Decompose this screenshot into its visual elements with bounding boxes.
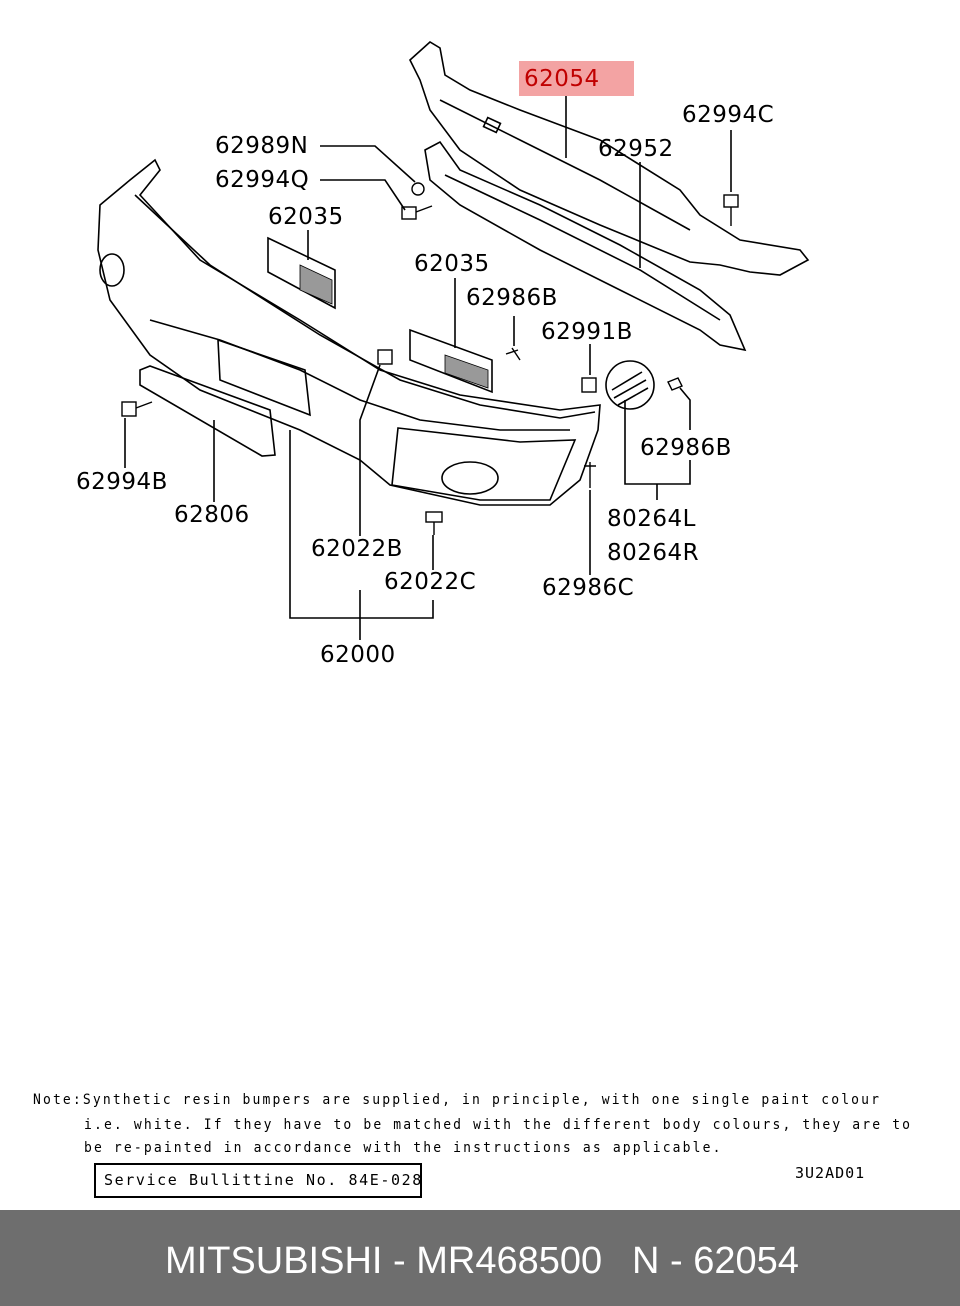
footer-bar: MITSUBISHI - MR468500 N - 62054	[0, 1210, 960, 1306]
parts-diagram	[97, 41, 810, 640]
part-label[interactable]: 62994Q	[215, 167, 310, 193]
part-label[interactable]: 80264L	[607, 506, 696, 532]
grille-62035-left	[267, 236, 336, 310]
part-label[interactable]: 62989N	[215, 133, 309, 159]
part-label[interactable]: 62991B	[541, 319, 633, 345]
note-line-1: Note:Synthetic resin bumpers are supplie…	[33, 1092, 882, 1108]
footer-reference: N - 62054	[632, 1240, 799, 1282]
part-label[interactable]: 62952	[598, 136, 674, 162]
diagram-code: 3U2AD01	[795, 1164, 866, 1182]
note-line-2: i.e. white. If they have to be matched w…	[84, 1117, 913, 1133]
service-bulletin-text: Service Bullittine No. 84E-028	[104, 1171, 423, 1189]
part-label[interactable]: 62022C	[384, 569, 477, 595]
part-label[interactable]: 80264R	[607, 540, 700, 566]
part-label[interactable]: 62035	[268, 204, 344, 230]
part-label[interactable]: 62022B	[311, 536, 403, 562]
bumper-cover	[97, 158, 601, 506]
fog-lamp-cover	[605, 360, 655, 410]
service-bulletin-box: Service Bullittine No. 84E-028	[94, 1163, 422, 1198]
highlighted-part-62054[interactable]: 62054	[519, 61, 634, 96]
part-label[interactable]: 62986B	[640, 435, 732, 461]
fasteners	[121, 182, 739, 535]
part-label[interactable]: 62035	[414, 251, 490, 277]
license-plate-bracket	[139, 365, 276, 457]
part-label[interactable]: 62994B	[76, 469, 168, 495]
footer-part-number: MITSUBISHI - MR468500	[165, 1240, 603, 1282]
bumper-bracket	[424, 140, 747, 352]
grille-62035-right	[409, 328, 493, 394]
part-label[interactable]: 62806	[174, 502, 250, 528]
part-label-62054[interactable]: 62054	[524, 66, 600, 92]
note-line-3: be re-painted in accordance with the ins…	[84, 1140, 723, 1156]
part-label[interactable]: 62994C	[682, 102, 775, 128]
bumper-reinforcement	[409, 41, 810, 276]
part-label[interactable]: 62000	[320, 642, 396, 668]
part-label[interactable]: 62986B	[466, 285, 558, 311]
leader-lines	[124, 96, 732, 640]
part-label[interactable]: 62986C	[542, 575, 635, 601]
